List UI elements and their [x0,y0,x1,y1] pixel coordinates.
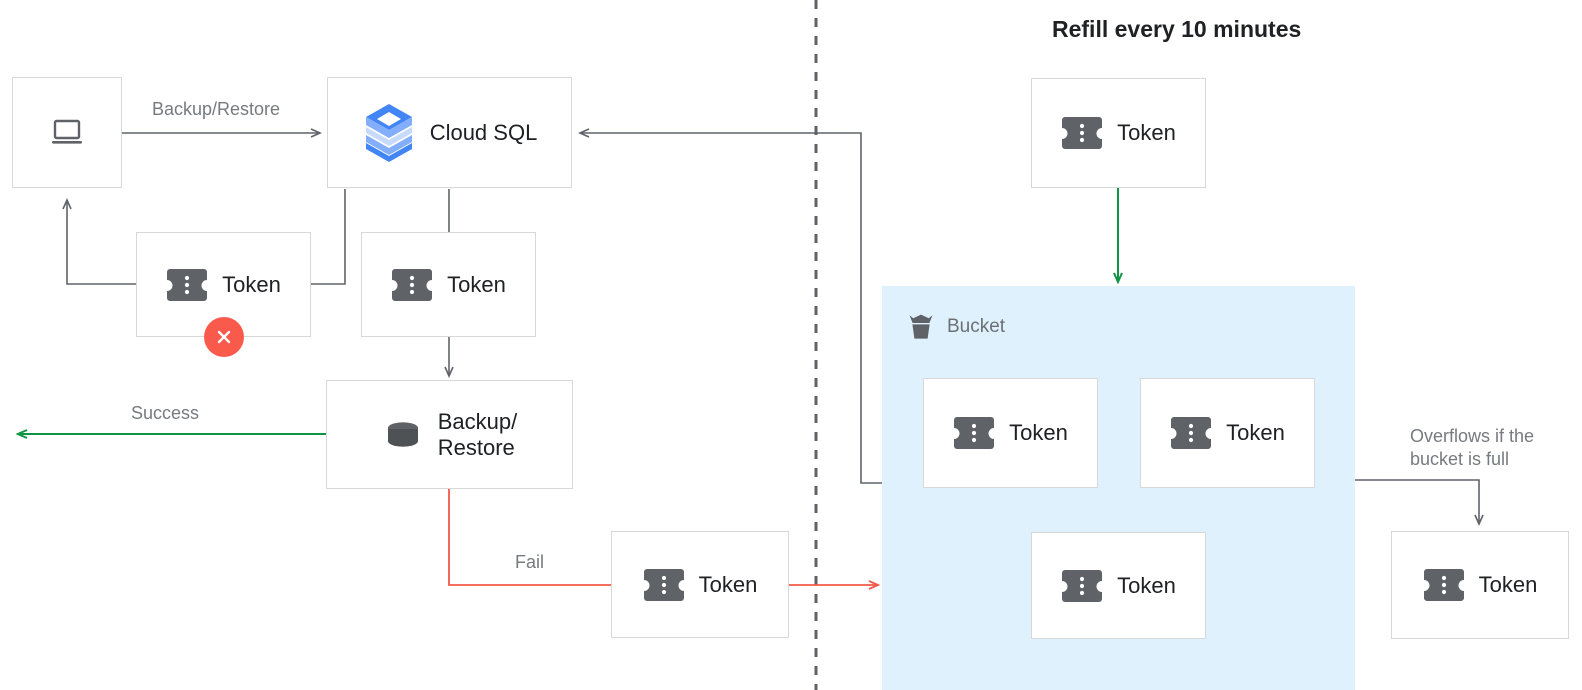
edge-cloudsql-to-token-rejected [311,189,346,285]
edge-label-success: Success [131,403,200,423]
token-icon [953,416,995,450]
diagram-title: Refill every 10 minutes [1052,16,1302,42]
token-icon [166,268,208,302]
token-icon [643,568,685,602]
node-cloud-sql-label: Cloud SQL [429,119,538,145]
node-token-refill[interactable]: Token [1031,78,1206,188]
token-icon [1170,416,1212,450]
node-token-bucket-3-label: Token [1117,572,1176,598]
edge-overflow [1355,479,1484,526]
node-token-bucket-1[interactable]: Token [923,378,1098,488]
cloud-sql-icon [362,102,416,164]
node-token-consumed[interactable]: Token [361,232,536,337]
node-token-bucket-1-label: Token [1009,420,1068,446]
node-token-rejected-label: Token [222,271,281,297]
node-token-overflow[interactable]: Token [1391,531,1569,639]
bucket-label: Bucket [947,316,1006,337]
bucket-header: Bucket [905,312,1005,342]
node-token-bucket-2-label: Token [1226,420,1285,446]
node-backup-restore-label: Backup/ Restore [437,408,518,460]
edge-label-backup-restore: Backup/Restore [152,99,281,119]
node-token-fail-label: Token [698,571,758,597]
node-token-consumed-label: Token [447,271,506,297]
node-backup-restore[interactable]: Backup/ Restore [326,380,573,489]
token-icon [391,268,433,302]
token-icon [1061,116,1103,150]
laptop-icon [47,116,87,150]
edge-bucket-to-cloudsql [578,128,882,484]
node-client[interactable] [12,77,122,188]
bucket-icon [905,312,937,342]
database-icon [382,418,424,452]
node-token-bucket-2[interactable]: Token [1140,378,1315,488]
node-cloud-sql[interactable]: Cloud SQL [327,77,572,188]
token-icon [1423,568,1465,602]
error-x-badge [204,317,244,357]
edge-label-fail: Fail [515,552,545,572]
token-icon [1061,569,1103,603]
edge-token-rejected-to-client [62,198,136,285]
edge-label-overflow: Overflows if the bucket is full [1410,426,1535,470]
node-token-refill-label: Token [1117,120,1176,146]
node-token-fail[interactable]: Token [611,531,789,638]
node-token-bucket-3[interactable]: Token [1031,532,1206,639]
node-token-overflow-label: Token [1478,572,1538,598]
